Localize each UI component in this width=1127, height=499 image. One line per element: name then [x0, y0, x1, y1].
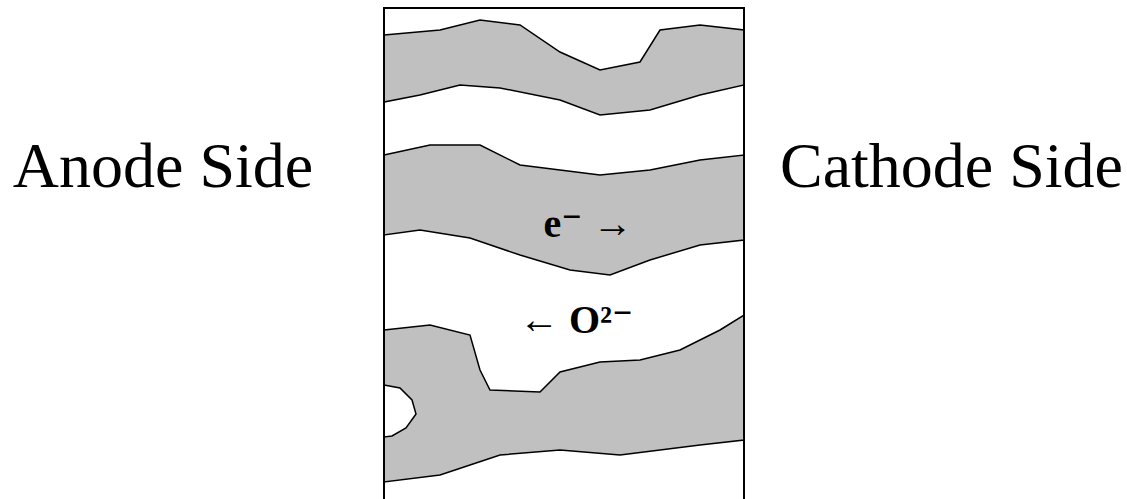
conducting-band [384, 145, 744, 275]
pore [384, 385, 416, 437]
side-label: Cathode Side [780, 134, 1123, 198]
conducting-band [384, 20, 744, 115]
electrode-frame [384, 8, 744, 499]
species-label: ← O²⁻ [519, 300, 633, 340]
species-label: e⁻ → [544, 204, 633, 244]
conducting-band [384, 315, 744, 482]
side-label: Anode Side [13, 134, 313, 198]
